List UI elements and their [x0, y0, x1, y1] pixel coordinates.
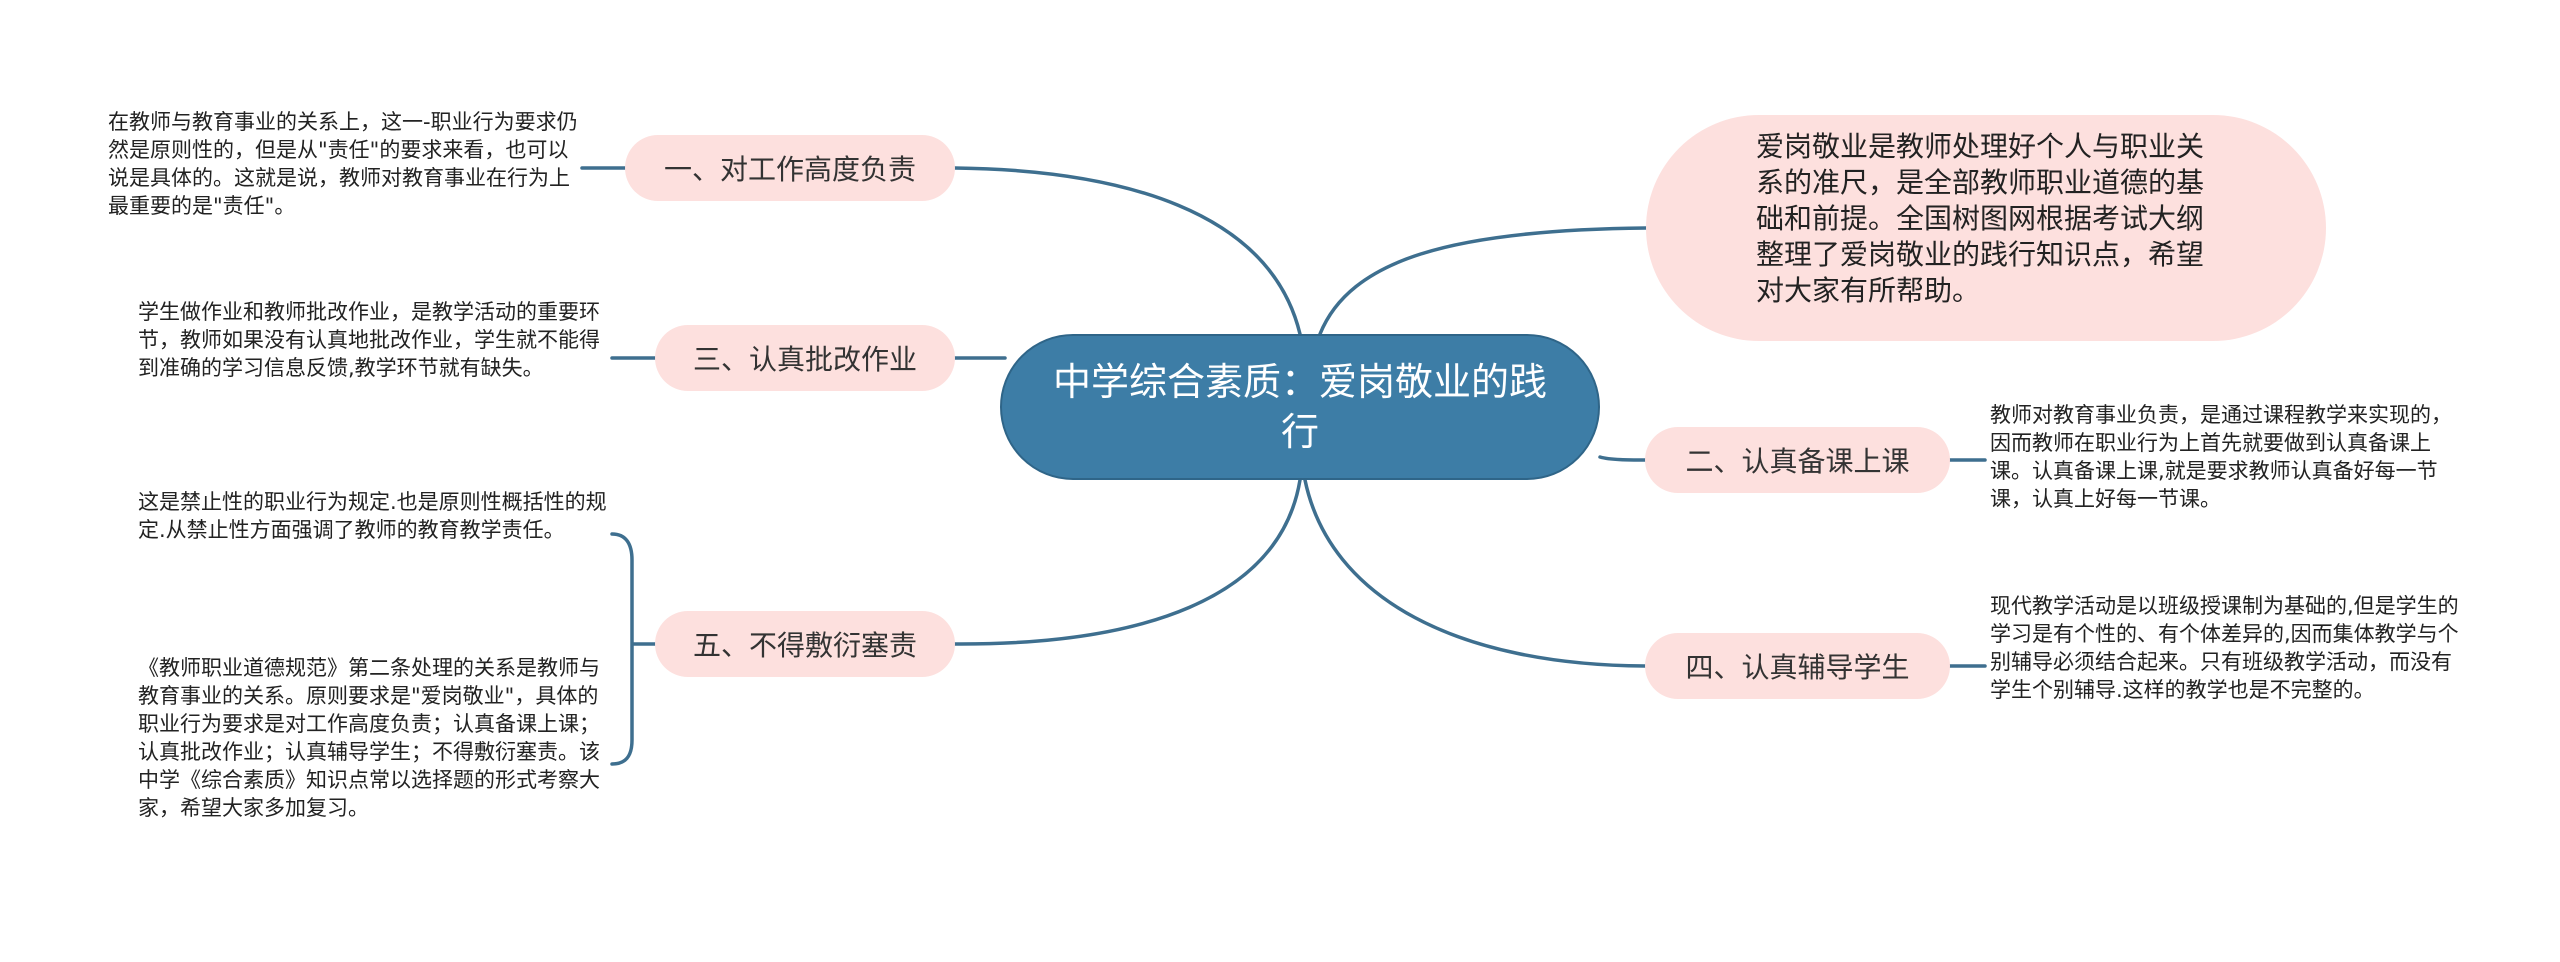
branch-note-text-1: 在教师与教育事业的关系上，这一-职业行为要求仍然是原则性的，但是从"责任"的要求… [108, 110, 578, 218]
branch-note-text-5a: 这是禁止性的职业行为规定.也是原则性概括性的规定.从禁止性方面强调了教师的教育教… [138, 490, 607, 542]
branch-node-1[interactable]: 一、对工作高度负责 [625, 135, 955, 201]
link-center-b2 [1598, 455, 1647, 462]
branch-node-2[interactable]: 二、认真备课上课 [1645, 427, 1950, 493]
branch-note-5a: 这是禁止性的职业行为规定.也是原则性概括性的规定.从禁止性方面强调了教师的教育教… [138, 488, 608, 544]
branch-label-3: 三、认真批改作业 [692, 343, 917, 376]
branch-note-3: 学生做作业和教师批改作业，是教学活动的重要环节，教师如果没有认真地批改作业，学生… [138, 298, 608, 382]
branch-note-4: 现代教学活动是以班级授课制为基础的,但是学生的学习是有个性的、有个体差异的,因而… [1990, 592, 2470, 704]
branch-note-text-5b: 《教师职业道德规范》第二条处理的关系是教师与教育事业的关系。原则要求是"爱岗敬业… [138, 656, 600, 820]
branch-note-text-4: 现代教学活动是以班级授课制为基础的,但是学生的学习是有个性的、有个体差异的,因而… [1990, 594, 2459, 702]
intro-text: 爱岗敬业是教师处理好个人与职业关系的准尺，是全部教师职业道德的基础和前提。全国树… [1756, 130, 2205, 307]
branch-note-1: 在教师与教育事业的关系上，这一-职业行为要求仍然是原则性的，但是从"责任"的要求… [108, 108, 578, 220]
branch-note-text-3: 学生做作业和教师批改作业，是教学活动的重要环节，教师如果没有认真地批改作业，学生… [138, 300, 600, 380]
branch-note-text-2: 教师对教育事业负责，是通过课程教学来实现的，因而教师在职业行为上首先就要做到认真… [1990, 403, 2452, 511]
branch-node-4[interactable]: 四、认真辅导学生 [1645, 633, 1950, 699]
central-topic-title: 中学综合素质：爱岗敬业的践行 [1052, 360, 1547, 454]
branch-note-5b: 《教师职业道德规范》第二条处理的关系是教师与教育事业的关系。原则要求是"爱岗敬业… [138, 654, 608, 822]
link-center-b5 [953, 478, 1302, 646]
branch-label-1: 一、对工作高度负责 [663, 153, 916, 186]
intro-bubble[interactable]: 爱岗敬业是教师处理好个人与职业关系的准尺，是全部教师职业道德的基础和前提。全国树… [1646, 115, 2326, 341]
link-center-b1 [953, 166, 1302, 336]
link-b5-bracket [610, 532, 657, 766]
link-center-b4 [1303, 478, 1647, 668]
branch-label-5: 五、不得敷衍塞责 [692, 629, 917, 662]
branch-node-3[interactable]: 三、认真批改作业 [655, 325, 955, 391]
branch-label-2: 二、认真备课上课 [1685, 445, 1910, 478]
branch-node-5[interactable]: 五、不得敷衍塞责 [655, 611, 955, 677]
branch-note-2: 教师对教育事业负责，是通过课程教学来实现的，因而教师在职业行为上首先就要做到认真… [1990, 401, 2470, 513]
branch-label-4: 四、认真辅导学生 [1685, 651, 1910, 684]
link-center-intro [1318, 226, 1648, 336]
central-topic[interactable]: 中学综合素质：爱岗敬业的践行 [1000, 334, 1600, 480]
